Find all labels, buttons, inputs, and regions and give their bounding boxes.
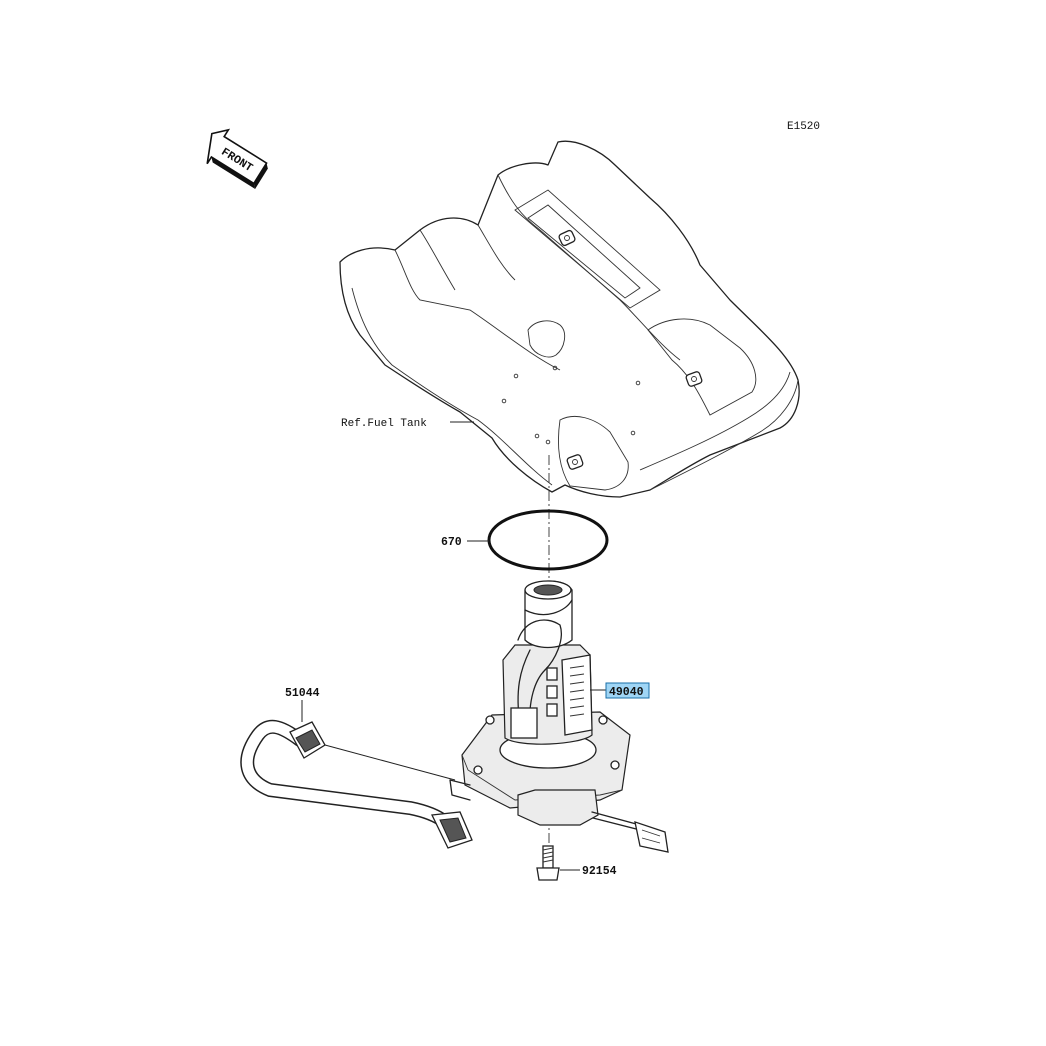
hose-connector-upper	[289, 721, 326, 759]
bolt	[536, 845, 560, 881]
bolt-part-number: 92154	[582, 865, 617, 878]
fuel-pump-part-number[interactable]: 49040	[609, 686, 644, 699]
fuel-pump	[449, 580, 669, 853]
fuel-pump-highlight	[605, 682, 650, 699]
o-ring	[487, 509, 609, 571]
hose-connector-lower	[431, 811, 473, 849]
pump-connector	[634, 821, 669, 853]
fuel-hose	[240, 719, 473, 849]
ref-fuel-tank-label: Ref.Fuel Tank	[341, 418, 427, 430]
o-ring-part-number: 670	[441, 536, 462, 549]
hose-part-number: 51044	[285, 687, 320, 700]
fuel-tank	[339, 140, 800, 498]
front-direction-arrow-icon: FRONT	[206, 128, 268, 189]
diagram-code: E1520	[787, 121, 820, 133]
